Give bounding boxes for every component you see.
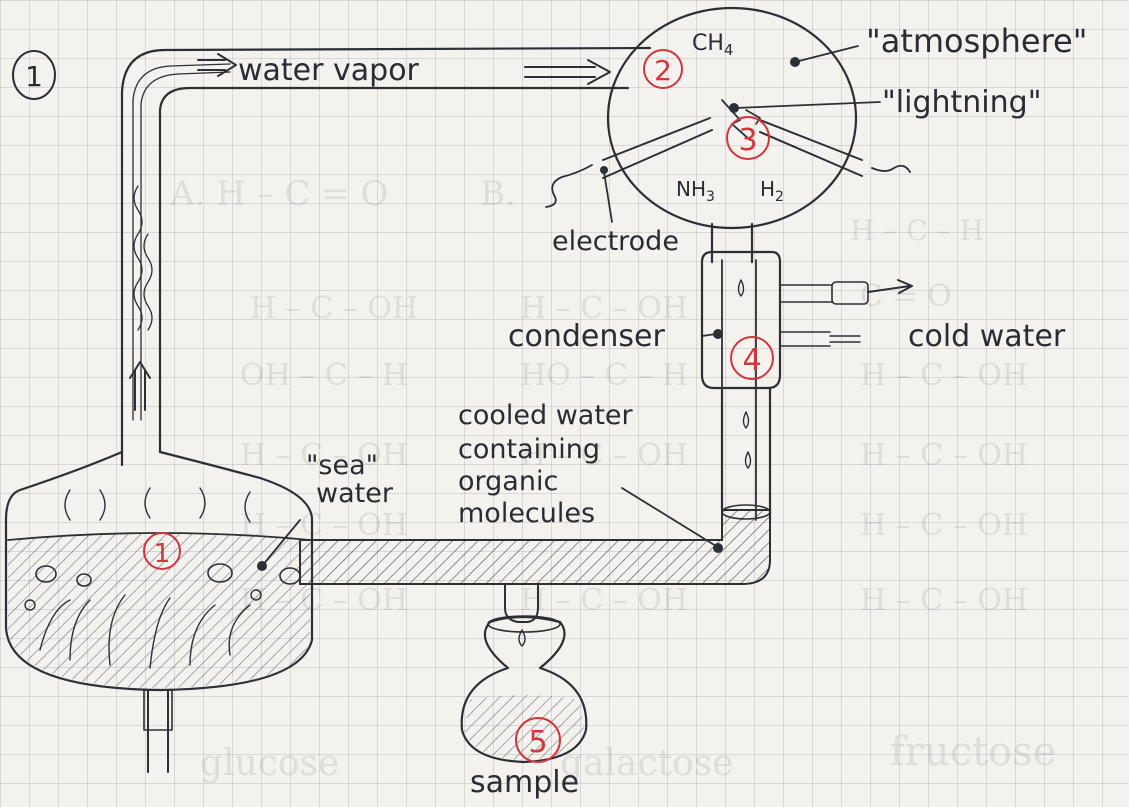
svg-text:HO – C – H: HO – C – H	[520, 358, 688, 393]
page-number-badge: 1	[13, 51, 55, 99]
svg-text:H – C – OH: H – C – OH	[860, 358, 1028, 393]
label-h2: H2	[760, 177, 784, 205]
svg-text:A. H – C = O: A. H – C = O	[169, 174, 388, 214]
label-cooled-water-line3: organic	[458, 466, 558, 497]
label-atmosphere: "atmosphere"	[866, 22, 1087, 60]
label-ch4: CH4	[692, 31, 733, 59]
bleed-through-background: A. H – C = O B. H – C – H H – C – OH H –…	[169, 174, 1056, 784]
label-lightning: "lightning"	[882, 85, 1042, 120]
sample-flask	[462, 616, 587, 762]
svg-text:H – C – OH: H – C – OH	[860, 508, 1028, 543]
labels: water vapor CH4 "atmosphere" "lightning"…	[238, 22, 1087, 800]
step-3: 3	[738, 123, 757, 158]
label-sample: sample	[470, 765, 579, 800]
page-number: 1	[25, 60, 43, 93]
svg-text:H – C – OH: H – C – OH	[860, 583, 1028, 618]
svg-text:galactose: galactose	[560, 743, 734, 784]
label-cooled-water-line1: cooled water	[458, 400, 634, 431]
label-cooled-water-line4: molecules	[458, 498, 595, 529]
svg-text:B.: B.	[480, 174, 516, 214]
label-water-vapor: water vapor	[238, 53, 420, 88]
label-condenser: condenser	[508, 319, 665, 354]
svg-text:glucose: glucose	[200, 743, 339, 784]
label-electrode: electrode	[552, 226, 679, 257]
svg-text:H – C – H: H – C – H	[850, 214, 984, 247]
label-sea-line1: "sea"	[306, 450, 378, 481]
label-sea-line2: water	[316, 478, 394, 509]
label-cold-water: cold water	[908, 319, 1066, 354]
step-4: 4	[742, 343, 761, 378]
step-5: 5	[528, 725, 547, 760]
svg-text:H – C – OH: H – C – OH	[520, 583, 688, 618]
label-cooled-water-line2: containing	[458, 434, 600, 465]
step-1: 1	[154, 539, 171, 569]
boiling-flask	[6, 452, 312, 772]
label-nh3: NH3	[676, 177, 715, 205]
svg-text:OH – C – H: OH – C – H	[240, 358, 408, 393]
svg-text:fructose: fructose	[890, 729, 1056, 775]
svg-text:H – C – OH: H – C – OH	[250, 291, 418, 326]
step-2: 2	[654, 54, 672, 87]
svg-text:H – C – OH: H – C – OH	[860, 438, 1028, 473]
